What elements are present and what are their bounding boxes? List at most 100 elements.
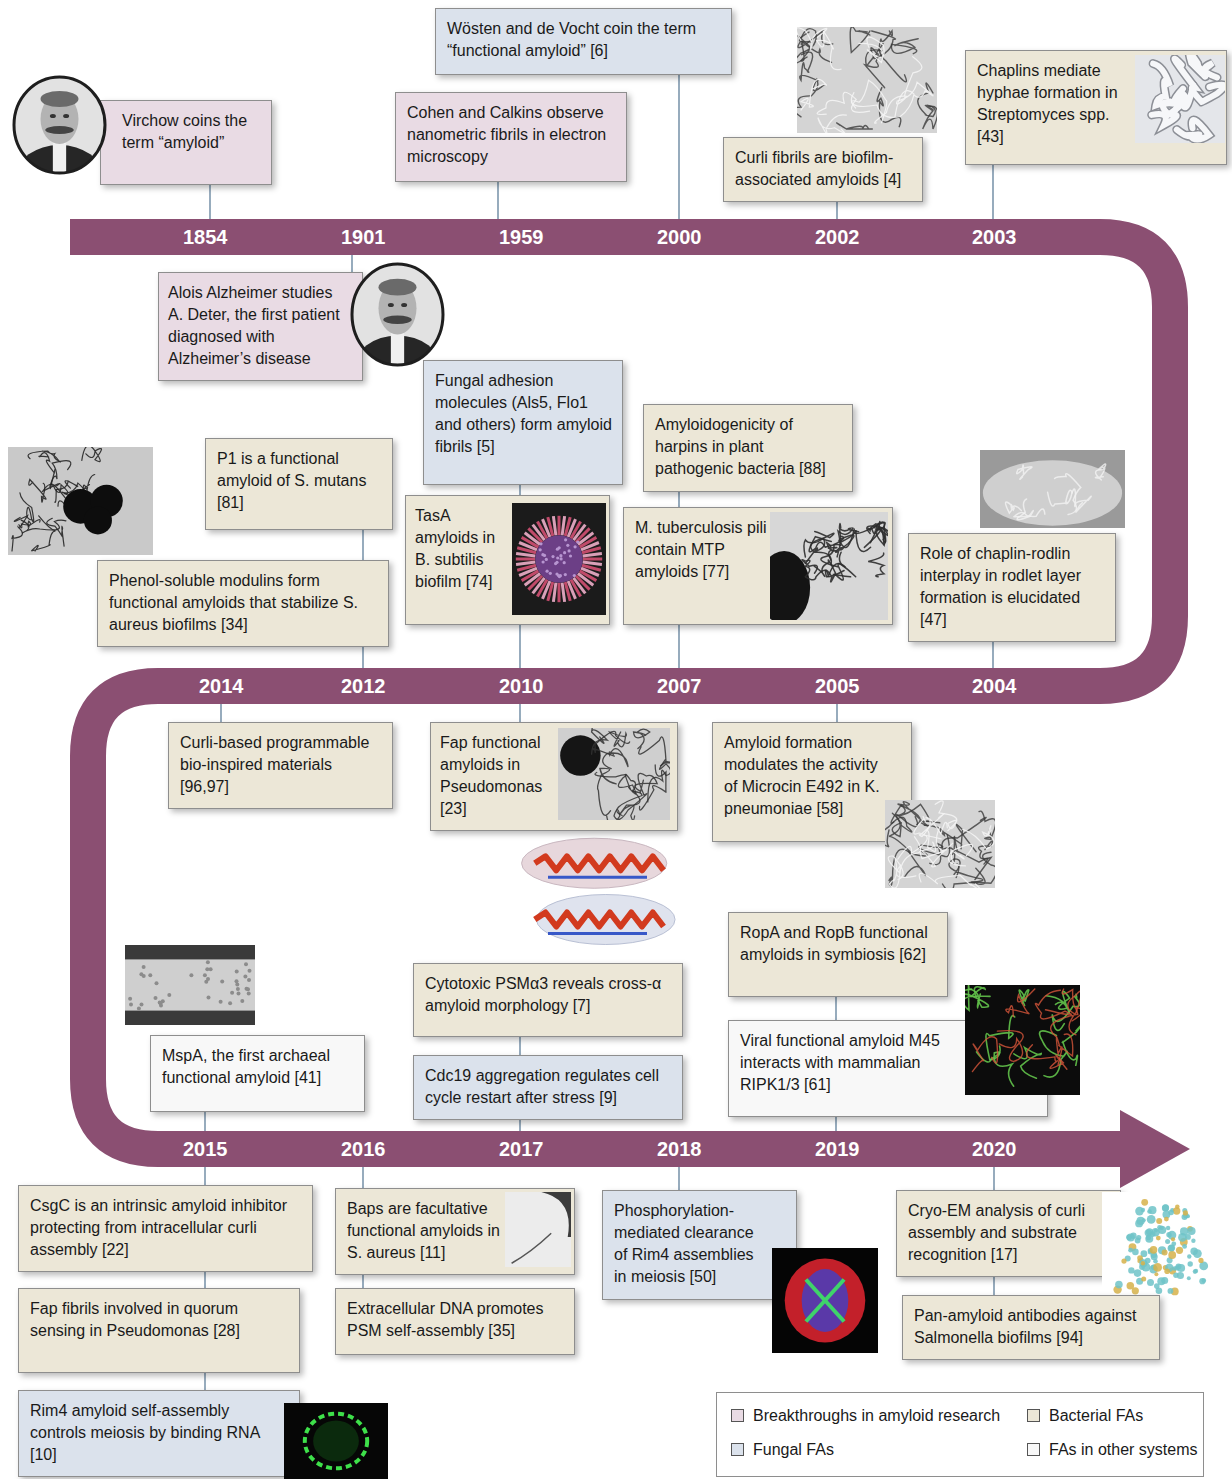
fibril-stroke: [635, 773, 657, 794]
spike-line: [562, 516, 565, 535]
event-text: Rim4 amyloid self-assembly controls meio…: [30, 1391, 280, 1466]
fibril-stroke: [919, 873, 981, 888]
fibril-stroke: [1095, 464, 1105, 480]
event-box: TasA amyloids in B. subtilis biofilm [74…: [405, 495, 610, 625]
fibril-stroke: [838, 528, 871, 551]
atom-dot: [1150, 1231, 1156, 1237]
event-text: Pan-amyloid antibodies against Salmonell…: [914, 1296, 1152, 1349]
texture-dot: [154, 996, 158, 1000]
atom-dot: [1168, 1210, 1174, 1216]
fibril-stroke: [804, 532, 834, 558]
fibril-stroke: [977, 1052, 1014, 1086]
event-box: Wösten and de Vocht coin the term “funct…: [435, 8, 732, 75]
texture-dot: [236, 987, 240, 991]
year-label: 2000: [657, 225, 702, 249]
fibril-stroke: [1153, 64, 1170, 106]
event-box: M. tuberculosis pili contain MTP amyloid…: [623, 507, 893, 625]
cell-edge: [541, 1192, 571, 1237]
fibril-stroke: [39, 453, 55, 489]
texture-dot: [220, 979, 224, 983]
fibril-stroke: [593, 731, 630, 756]
fibril-stroke: [1062, 1023, 1080, 1065]
fibril-stroke: [598, 768, 617, 815]
atom-dot: [1182, 1244, 1187, 1249]
image-ground: [772, 1248, 878, 1353]
event-box: Cohen and Calkins observe nanometric fib…: [395, 92, 627, 182]
core-dot: [574, 545, 577, 548]
portrait-moustache: [383, 316, 412, 324]
tick-line: [519, 1037, 521, 1055]
molecule-surface: [522, 838, 667, 888]
atom-dot: [1166, 1232, 1171, 1237]
spike-line: [553, 583, 556, 602]
fibril-stroke: [897, 82, 934, 104]
texture-dot: [206, 960, 210, 964]
core-dot: [563, 561, 566, 564]
fibril-stroke: [603, 749, 628, 769]
illustration-rim4b: [772, 1248, 878, 1353]
texture-dot: [237, 991, 241, 995]
year-label: 2014: [199, 674, 244, 698]
fibril-stroke: [837, 123, 873, 129]
spike-line: [583, 562, 602, 565]
fibril-stroke: [802, 560, 817, 577]
fibril-stroke: [963, 825, 995, 849]
event-text: Cytotoxic PSMα3 reveals cross-α amyloid …: [425, 964, 675, 1017]
atom-dot: [1168, 1288, 1174, 1294]
year-label: 2010: [499, 674, 544, 698]
atom-dot: [1168, 1244, 1175, 1251]
fibril-stroke: [639, 765, 666, 810]
illustration-em: [885, 800, 995, 888]
event-text: Phosphorylation-mediated clearance of Ri…: [614, 1191, 769, 1288]
event-box: Baps are facultative functional amyloids…: [335, 1188, 575, 1275]
event-box: Amyloidogenicity of harpins in plant pat…: [643, 404, 853, 492]
event-text: Curli-based programmable bio-inspired ma…: [180, 723, 385, 798]
spike-line: [548, 517, 553, 536]
event-text: CsgC is an intrinsic amyloid inhibitor p…: [30, 1186, 305, 1261]
illustration-portrait: [350, 262, 445, 367]
texture-dot: [248, 969, 252, 973]
tick-line: [519, 625, 521, 670]
atom-dot: [1141, 1277, 1146, 1282]
atom-dot: [1193, 1269, 1198, 1274]
event-box: Amyloid formation modulates the activity…: [712, 722, 912, 842]
fibril-stroke: [82, 447, 102, 462]
portrait-eye: [63, 114, 69, 118]
fibril-stroke: [1040, 1031, 1068, 1077]
illustration-molecule: [515, 832, 680, 957]
core-dot: [558, 546, 561, 549]
fibril-stroke: [797, 29, 816, 65]
year-label: 2019: [815, 1137, 860, 1161]
fibril-stroke: [800, 52, 818, 80]
illustration-mspa: [125, 945, 255, 1025]
texture-dot: [243, 974, 247, 978]
fibril-stroke: [868, 553, 884, 577]
portrait-eye: [388, 303, 394, 307]
atom-dot: [1173, 1273, 1178, 1278]
fibril-stroke: [620, 790, 640, 820]
atom-dot: [1175, 1205, 1180, 1210]
atom-dot: [1141, 1199, 1148, 1206]
core-dot: [566, 544, 569, 547]
event-box: Phenol-soluble modulins form functional …: [97, 560, 389, 647]
timeline-band: [70, 237, 1170, 1149]
spike-line: [562, 583, 565, 602]
atom-dot: [1135, 1220, 1143, 1228]
atom-dot: [1166, 1226, 1170, 1230]
core-dot: [549, 572, 552, 575]
spindle-green: [806, 1280, 844, 1322]
fibril-stroke: [1072, 489, 1091, 513]
fibril-stroke: [965, 987, 989, 1007]
core-dot: [564, 573, 567, 576]
tick-line: [362, 530, 364, 560]
event-text: Role of chaplin-rodlin interplay in rodl…: [920, 534, 1106, 631]
event-text: RopA and RopB functional amyloids in sym…: [740, 913, 938, 966]
tick-line: [497, 182, 499, 222]
portrait-photo: [350, 262, 445, 367]
fibril-stroke: [836, 535, 854, 557]
atom-dot: [1176, 1247, 1183, 1254]
legend-text: Bacterial FAs: [1049, 1406, 1143, 1426]
image-ground: [558, 728, 670, 820]
atom-dot: [1194, 1269, 1198, 1273]
atom-dot: [1137, 1255, 1143, 1261]
